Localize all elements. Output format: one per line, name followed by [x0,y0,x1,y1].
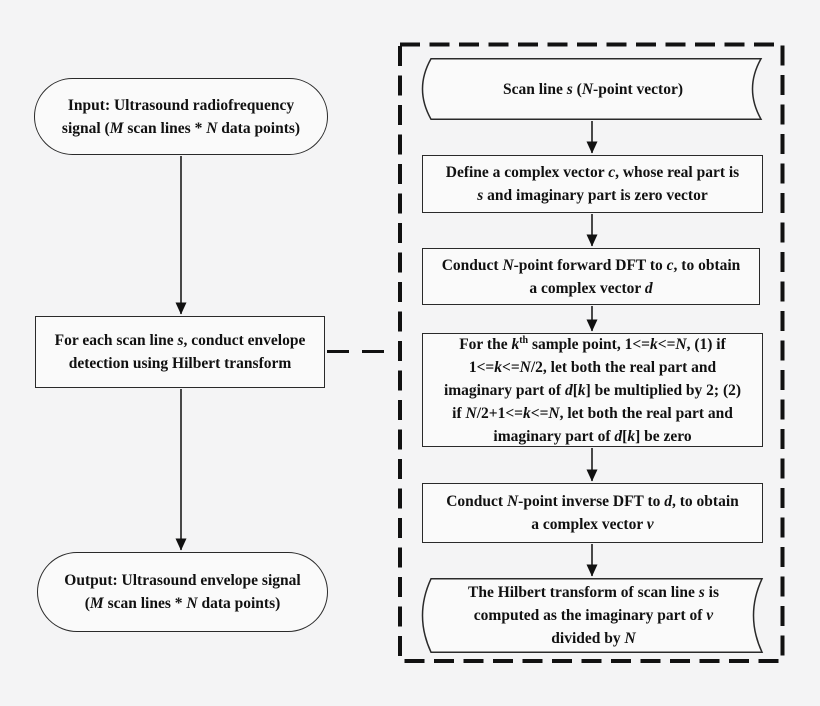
text-line: Conduct N-point inverse DFT to d, to obt… [446,493,739,510]
text-line: Conduct N-point forward DFT to c, to obt… [441,256,741,274]
text-line: signal (M scan lines * N data points) [61,119,301,137]
stored-data-shape-scan-line [421,58,763,120]
text-line: detection using Hilbert transform [68,355,292,372]
stored-data-shape-hilbert-result [421,578,764,653]
text-line: a complex vector v [531,516,654,533]
text-line: The Hilbert transform of scan line s is [467,584,720,601]
text-line: a complex vector d [529,279,653,297]
text-line: For each scan line s, conduct envelope [54,332,306,349]
scan-line-node-label: Scan line s (N-point vector) [424,58,762,120]
process-node: For each scan line s, conduct envelope de… [35,316,325,388]
text-line: imaginary part of d[k] be zero [493,427,692,445]
text-line: divided by N [551,630,636,647]
text-line: Define a complex vector c, whose real pa… [445,164,740,181]
text-line: Input: Ultrasound radiofrequency [67,96,295,114]
sample-rule-node: For the kth sample point, 1<=k<=N, (1) i… [422,333,763,447]
text-line: Output: Ultrasound envelope signal [64,572,301,589]
text-line: For the kth sample point, 1<=k<=N, (1) i… [459,334,726,353]
text-line: 1<=k<=N/2, let both the real part and [468,358,717,376]
text-line: computed as the imaginary part of v [473,607,714,624]
detail-panel-border [398,42,785,663]
text-line: (M scan lines * N data points) [84,595,281,612]
forward-dft-node: Conduct N-point forward DFT to c, to obt… [422,248,760,305]
text-line: if N/2+1<=k<=N, let both the real part a… [452,404,733,422]
text-line: imaginary part of d[k] be multiplied by … [443,381,742,399]
text-line: s and imaginary part is zero vector [477,187,708,204]
output-terminator-node: Output: Ultrasound envelope signal (M sca… [37,552,328,632]
text-line: Scan line s (N-point vector) [503,80,683,98]
input-terminator-node: Input: Ultrasound radiofrequency signal (… [34,78,328,155]
inverse-dft-node: Conduct N-point inverse DFT to d, to obt… [422,483,763,543]
hilbert-result-node-label: The Hilbert transform of scan line s is c… [424,578,763,653]
define-vector-node: Define a complex vector c, whose real pa… [422,155,763,213]
